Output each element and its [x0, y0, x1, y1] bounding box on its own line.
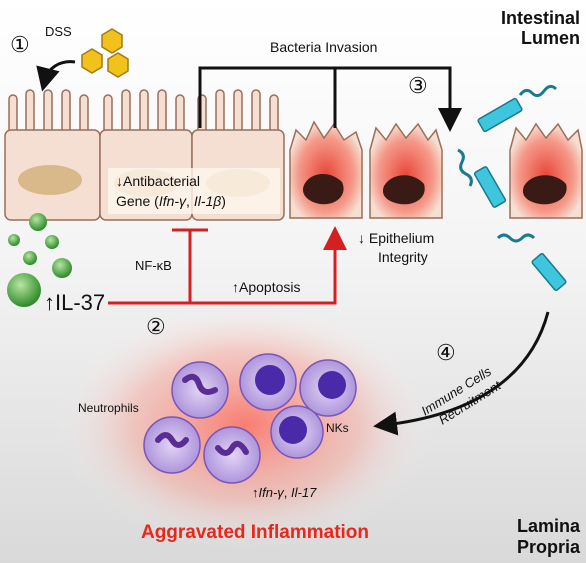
aggravated-inflammation-label: Aggravated Inflammation — [141, 522, 369, 543]
bacteria-group — [457, 84, 567, 291]
step3-marker: ③ — [408, 73, 428, 98]
epithelium-label-line1: ↓ Epithelium — [358, 230, 434, 246]
damaged-cells — [289, 120, 583, 219]
bacterium-1 — [477, 84, 558, 133]
antibacterial-label-line2: Gene (Ifn-γ, Il-1β) — [116, 193, 226, 209]
bacterium-2 — [457, 148, 507, 208]
bacteria-invasion-arrow — [198, 66, 462, 132]
neutrophil — [143, 416, 201, 474]
nucleus — [18, 165, 82, 195]
propria-label-line2: Propria — [517, 537, 581, 557]
il37-label: ↑IL-37 — [44, 290, 105, 315]
neutrophils-label: Neutrophils — [78, 401, 139, 415]
dss-label: DSS — [45, 24, 72, 39]
damaged-cell-3 — [509, 122, 583, 219]
apoptosis-label: ↑Apoptosis — [232, 279, 300, 295]
neutrophils — [143, 361, 261, 484]
step4-marker: ④ — [436, 340, 456, 365]
inflammation-glow — [55, 300, 435, 550]
apoptosis-arrow — [190, 226, 347, 305]
bacterium-3 — [496, 233, 567, 291]
antibacterial-label-line1: ↓Antibacterial — [116, 173, 200, 189]
antibacterial-box — [108, 168, 280, 214]
neutrophil — [203, 426, 261, 484]
epithelium-label-line2: Integrity — [378, 249, 428, 265]
lumen-label-line2: Lumen — [521, 28, 580, 48]
dss-hexagons — [81, 28, 129, 78]
dss-arrow — [36, 60, 76, 92]
step1-marker: ① — [10, 32, 30, 57]
nfkb-label: NF-κB — [135, 258, 172, 273]
nk-cell — [239, 353, 297, 411]
damaged-cell-2 — [369, 122, 443, 219]
immune-recruitment-arrow — [373, 311, 550, 436]
nk-cell — [299, 359, 357, 417]
step2-marker: ② — [146, 314, 166, 339]
lumen-label-line1: Intestinal — [501, 8, 580, 28]
cytokines-label: ↑Ifn-γ, Il-17 — [252, 485, 317, 500]
bacteria-invasion-label: Bacteria Invasion — [270, 39, 377, 55]
nk-cells — [239, 353, 357, 459]
nks-label: NKs — [326, 421, 349, 435]
il37-vesicles — [7, 213, 72, 307]
propria-label-line1: Lamina — [517, 516, 581, 536]
neutrophil — [171, 361, 229, 419]
nk-cell — [270, 405, 324, 459]
damaged-cell-1 — [289, 120, 363, 219]
